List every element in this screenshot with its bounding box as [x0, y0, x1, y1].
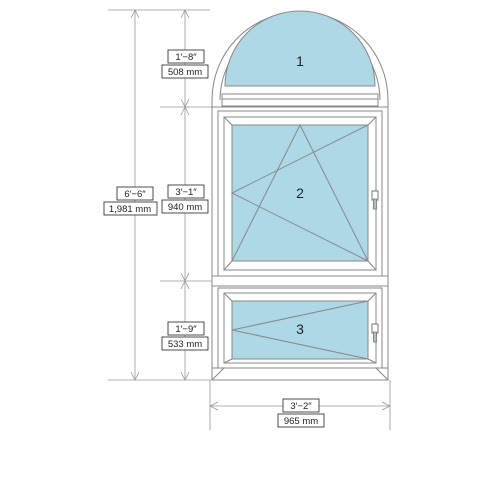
sill-bevel-r [375, 367, 389, 381]
pane-3-number: 3 [296, 321, 304, 337]
sill-bevel-l [211, 367, 225, 381]
dim-label-arch-height: 1′−8″ 508 mm [161, 49, 209, 79]
pane-2-bevel-br [367, 260, 377, 271]
pane-3-bevel-br [367, 358, 377, 364]
arch-bottom-rail [221, 93, 379, 107]
dim-label-bottom-height: 1′−9″ 533 mm [161, 321, 209, 351]
pane-2-bevel-tl [223, 116, 233, 126]
svg-text:1,981 mm: 1,981 mm [109, 204, 151, 215]
pane-1-glass [224, 10, 376, 87]
pane-2-bevel-bl [223, 260, 233, 271]
pane-2-number: 2 [296, 185, 304, 201]
pane-3-bevel-tr [367, 292, 377, 302]
transom-rail [211, 275, 389, 287]
pane-3-bevel-bl [223, 358, 233, 364]
pane-2-tilt-lines [231, 123, 369, 262]
svg-text:965 mm: 965 mm [284, 416, 318, 427]
svg-text:940 mm: 940 mm [168, 202, 202, 213]
svg-text:1′−9″: 1′−9″ [175, 324, 197, 335]
svg-text:3′−1″: 3′−1″ [175, 187, 197, 198]
pane-3-bevel-tl [223, 292, 233, 302]
svg-text:508 mm: 508 mm [168, 67, 202, 78]
dim-label-overall-width: 3′−2″ 965 mm [277, 398, 325, 428]
svg-text:3′−2″: 3′−2″ [290, 401, 312, 412]
window-assembly [211, 10, 389, 381]
handle-pane-3 [371, 323, 379, 343]
pane-2-bevel-tr [367, 116, 377, 126]
svg-text:1′−8″: 1′−8″ [175, 52, 197, 63]
handle-pane-2 [371, 190, 379, 210]
svg-text:533 mm: 533 mm [168, 339, 202, 350]
pane-3-turn-lines [231, 300, 369, 360]
dim-label-middle-height: 3′−1″ 940 mm [161, 184, 209, 214]
pane-2-turn-lines [230, 124, 369, 262]
pane-2-glass [231, 124, 369, 262]
pane-1-number: 1 [296, 53, 304, 69]
dim-label-overall-height: 6′−6″ 1,981 mm [103, 186, 158, 216]
svg-text:6′−6″: 6′−6″ [124, 189, 146, 200]
